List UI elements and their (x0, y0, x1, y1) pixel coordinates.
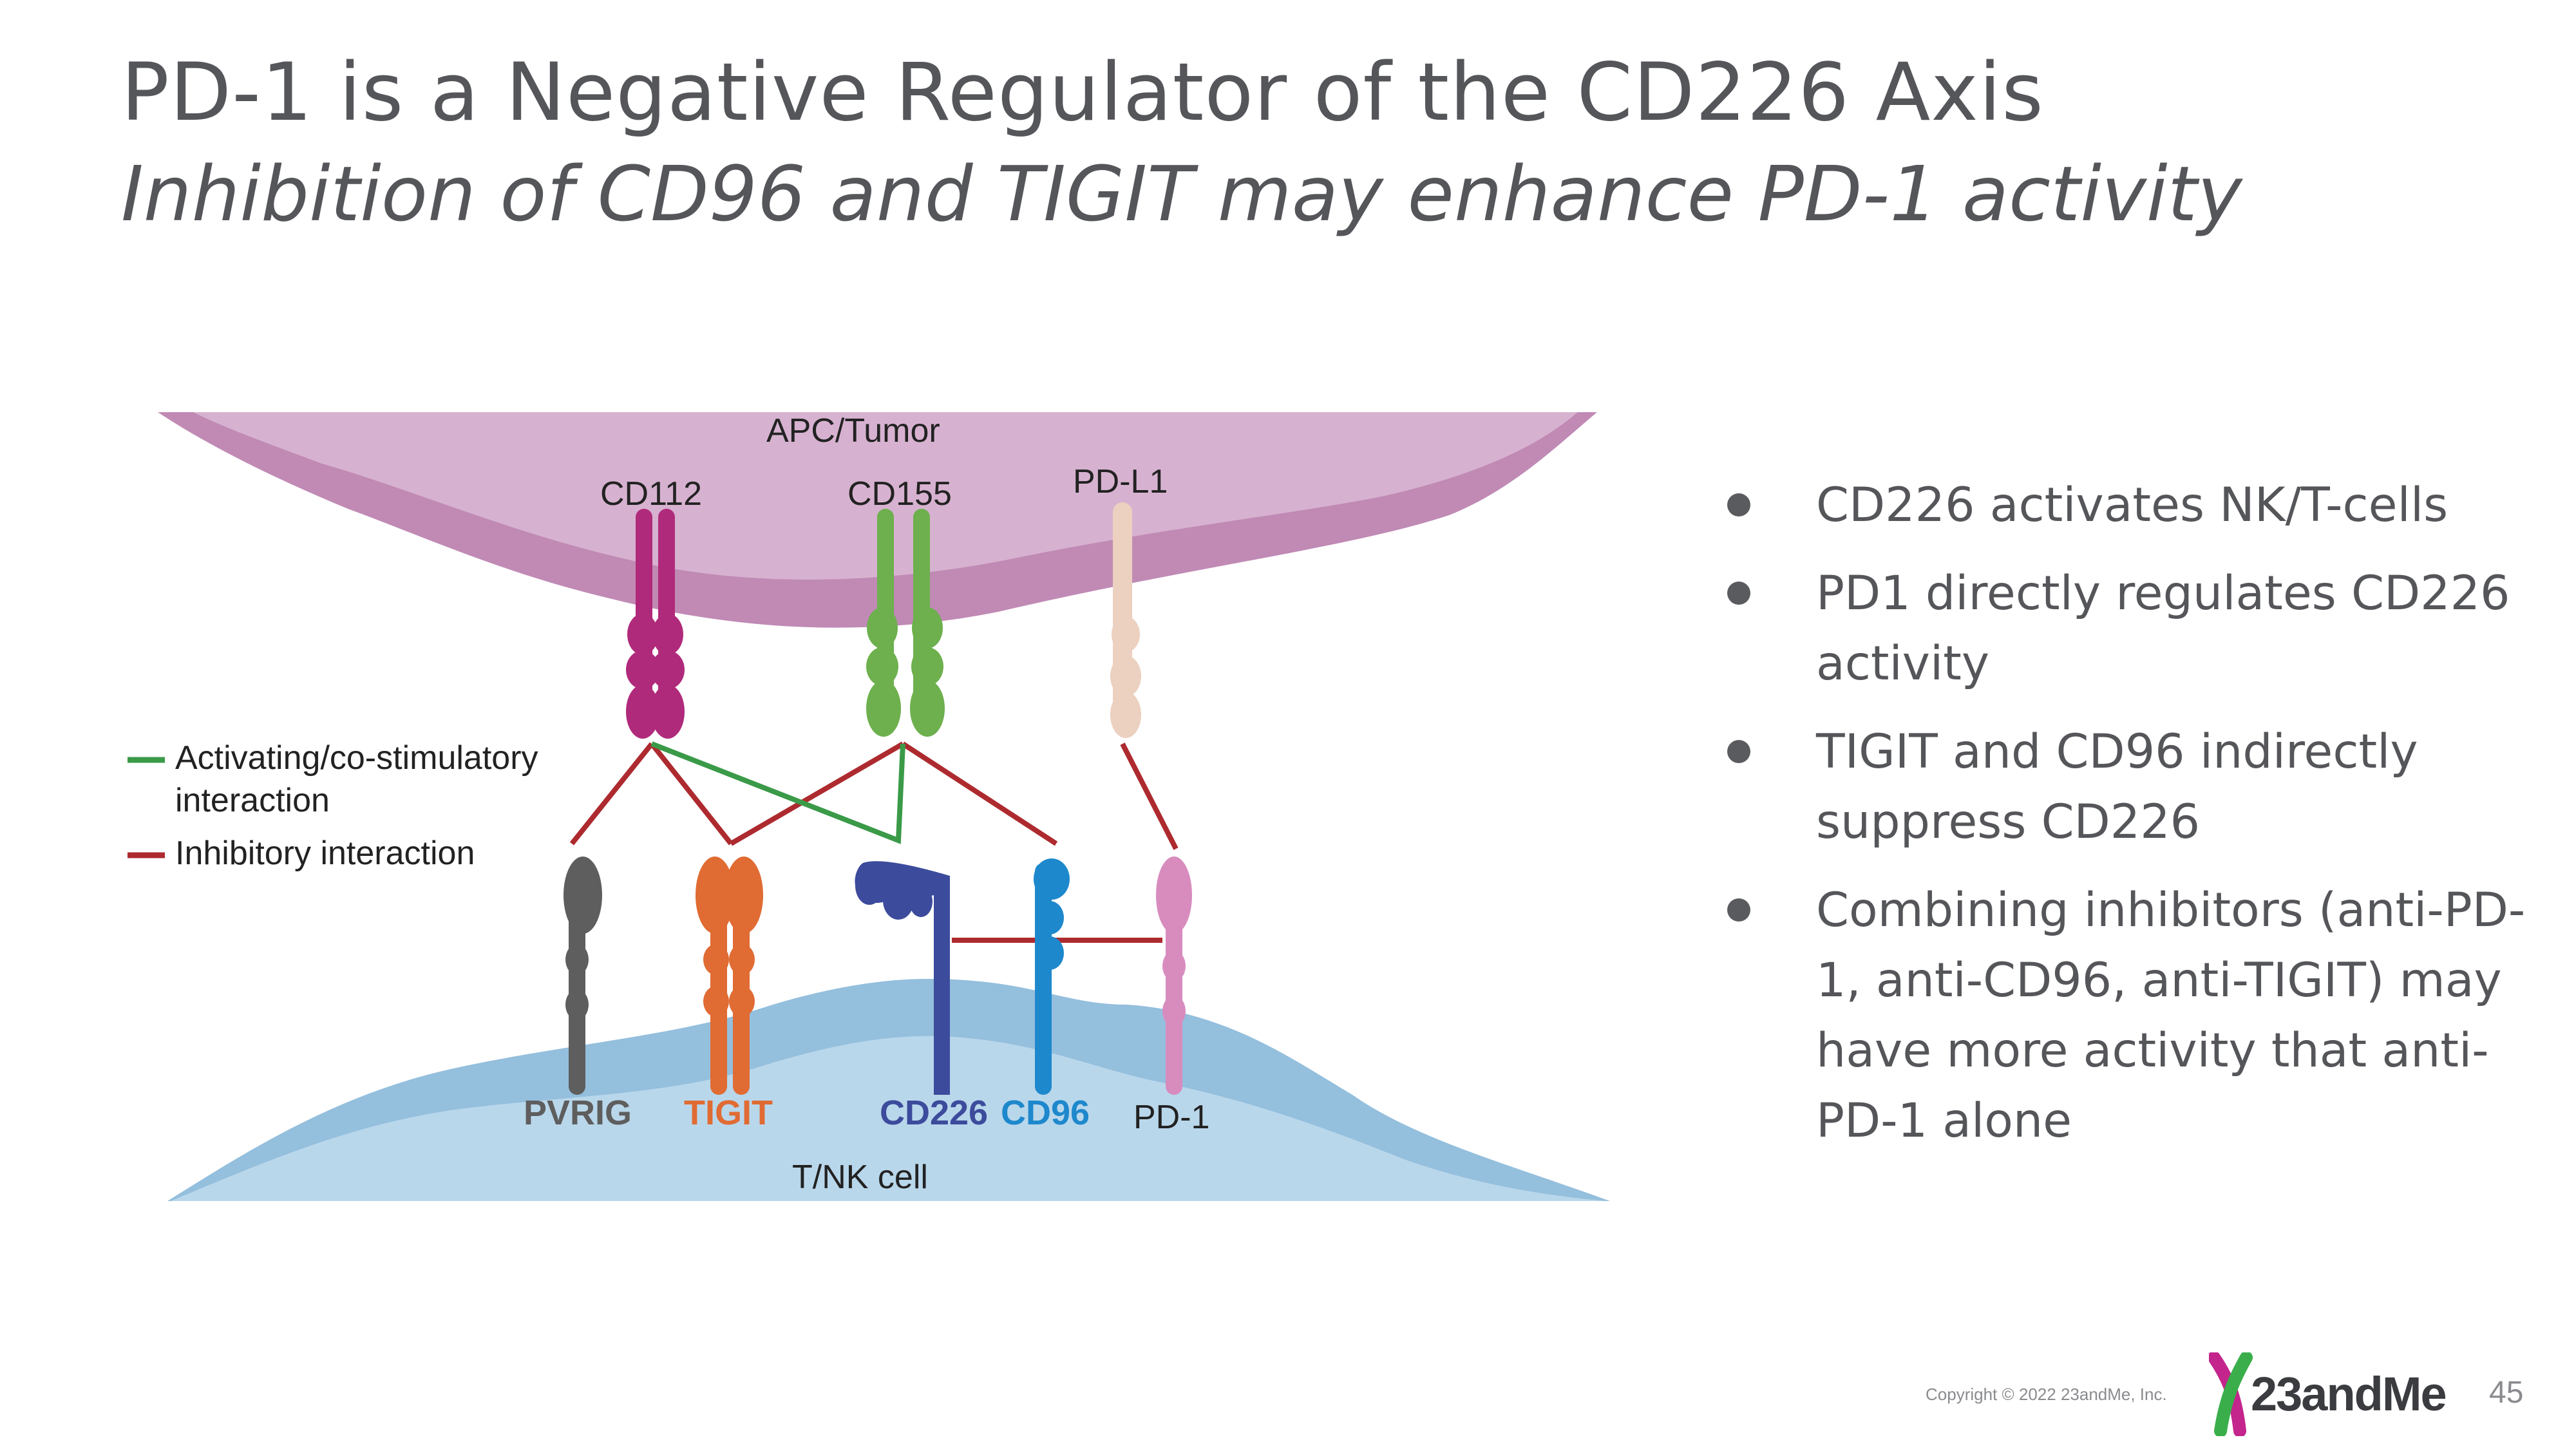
ligand-label-cd155: CD155 (848, 475, 952, 513)
cd96-protein (1034, 858, 1070, 1095)
pvrig-protein (564, 857, 602, 1095)
bullet-dot-icon (1727, 582, 1750, 605)
tcell-light (171, 1036, 1607, 1201)
line-cd112-tigit (649, 742, 734, 846)
apc-tumor-label: APC/Tumor (766, 412, 940, 450)
slide-title: PD-1 is a Negative Regulator of the CD22… (121, 46, 2044, 139)
bullet-dot-icon (1727, 740, 1750, 763)
page-number: 45 (2489, 1376, 2524, 1410)
bullet-text: CD226 activates NK/T-cells (1816, 478, 2448, 533)
tigit-protein (696, 857, 763, 1095)
company-logo-text: 23andMe (2251, 1367, 2447, 1421)
bullet-item: CD226 activates NK/T-cells (1726, 470, 2531, 540)
bullet-dot-icon (1727, 493, 1750, 516)
cd112-protein (626, 509, 685, 739)
bullet-item: Combining inhibitors (anti-PD-1, anti-CD… (1726, 875, 2531, 1156)
ligand-label-cd112: CD112 (600, 475, 702, 513)
interaction-lines (569, 741, 1179, 943)
key-points-list: CD226 activates NK/T-cells PD1 directly … (1726, 470, 2531, 1174)
receptor-label-cd226: CD226 (880, 1094, 988, 1132)
line-cd112-pvrig (569, 742, 654, 846)
cd226-protein (855, 861, 950, 1095)
tcell-label: T/NK cell (792, 1159, 928, 1196)
pd1-protein (1156, 857, 1192, 1095)
slide-subtitle: Inhibition of CD96 and TIGIT may enhance… (121, 149, 2242, 238)
line-pdl1-pd1 (1120, 743, 1179, 850)
bullet-item: TIGIT and CD96 indirectly suppress CD226 (1726, 717, 2531, 857)
legend-inhibitory-label: Inhibitory interaction (175, 835, 475, 872)
cd155-protein (866, 509, 945, 737)
bullet-text: PD1 directly regulates CD226 activity (1816, 566, 2510, 691)
line-activating-cd112-cd226-cd155 (650, 741, 905, 844)
line-cd155-tigit (729, 741, 905, 846)
receptor-label-cd96: CD96 (1001, 1094, 1090, 1132)
line-cd155-cd96 (901, 741, 1058, 846)
bullet-item: PD1 directly regulates CD226 activity (1726, 558, 2531, 699)
bullet-dot-icon (1727, 898, 1750, 922)
receptor-label-pvrig: PVRIG (524, 1094, 632, 1132)
pdl1-protein (1110, 502, 1141, 738)
apc-cell-light (193, 412, 1578, 580)
company-logo-icon (2209, 1352, 2253, 1436)
legend-activating-label: Activating/co-stimulatory (175, 739, 538, 777)
copyright-notice: Copyright © 2022 23andMe, Inc. (1926, 1385, 2167, 1404)
legend-activating-label-2: interaction (175, 782, 330, 819)
receptor-label-pd1: PD-1 (1133, 1099, 1209, 1136)
receptor-label-tigit: TIGIT (684, 1094, 773, 1132)
ligand-label-pdl1: PD-L1 (1073, 463, 1168, 500)
bullet-text: TIGIT and CD96 indirectly suppress CD226 (1816, 724, 2418, 849)
bullet-text: Combining inhibitors (anti-PD-1, anti-CD… (1816, 883, 2526, 1148)
